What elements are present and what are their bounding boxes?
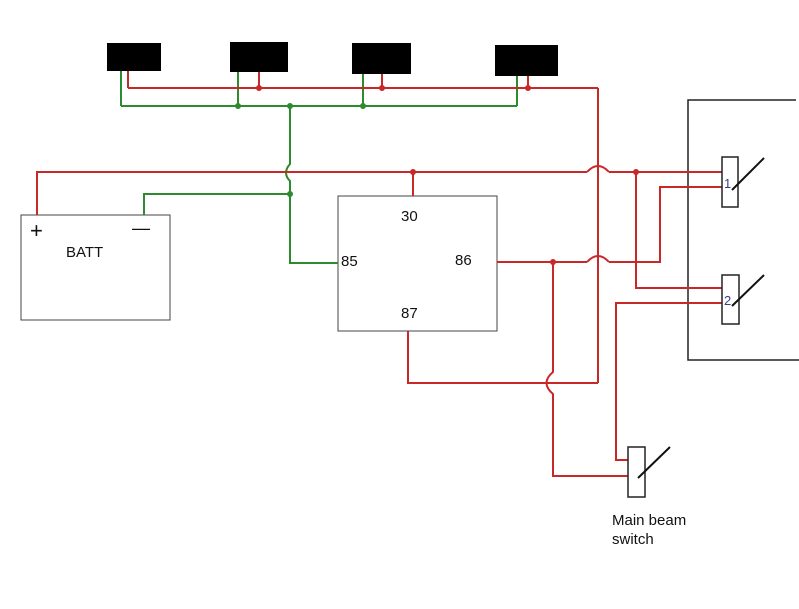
relay-pin-30: 30 <box>401 208 418 225</box>
main-beam-switch <box>627 446 671 498</box>
switch-2-number: 2 <box>724 293 731 308</box>
relay-box <box>337 195 498 332</box>
switch-1-number: 1 <box>724 176 731 191</box>
battery-negative-symbol: — <box>132 218 150 238</box>
headlamp-group <box>107 42 558 76</box>
headlamp-1 <box>107 43 161 71</box>
battery-box <box>20 214 171 321</box>
red-power-wires <box>36 71 722 477</box>
junction-dots <box>235 85 639 265</box>
main-beam-switch-label-line2: switch <box>612 531 654 548</box>
headlamp-3 <box>352 43 411 74</box>
relay-pin-87: 87 <box>401 305 418 322</box>
switch-1: 1 <box>721 156 765 208</box>
battery-label: BATT <box>66 244 103 261</box>
headlamp-4 <box>495 45 558 76</box>
switch-2: 2 <box>721 274 765 325</box>
relay-pin-85: 85 <box>341 253 358 270</box>
headlamp-2 <box>230 42 288 72</box>
battery-positive-symbol: + <box>30 218 43 243</box>
dashboard-panel <box>687 99 799 361</box>
main-beam-switch-label-line1: Main beam <box>612 512 686 529</box>
relay-pin-86: 86 <box>455 252 472 269</box>
